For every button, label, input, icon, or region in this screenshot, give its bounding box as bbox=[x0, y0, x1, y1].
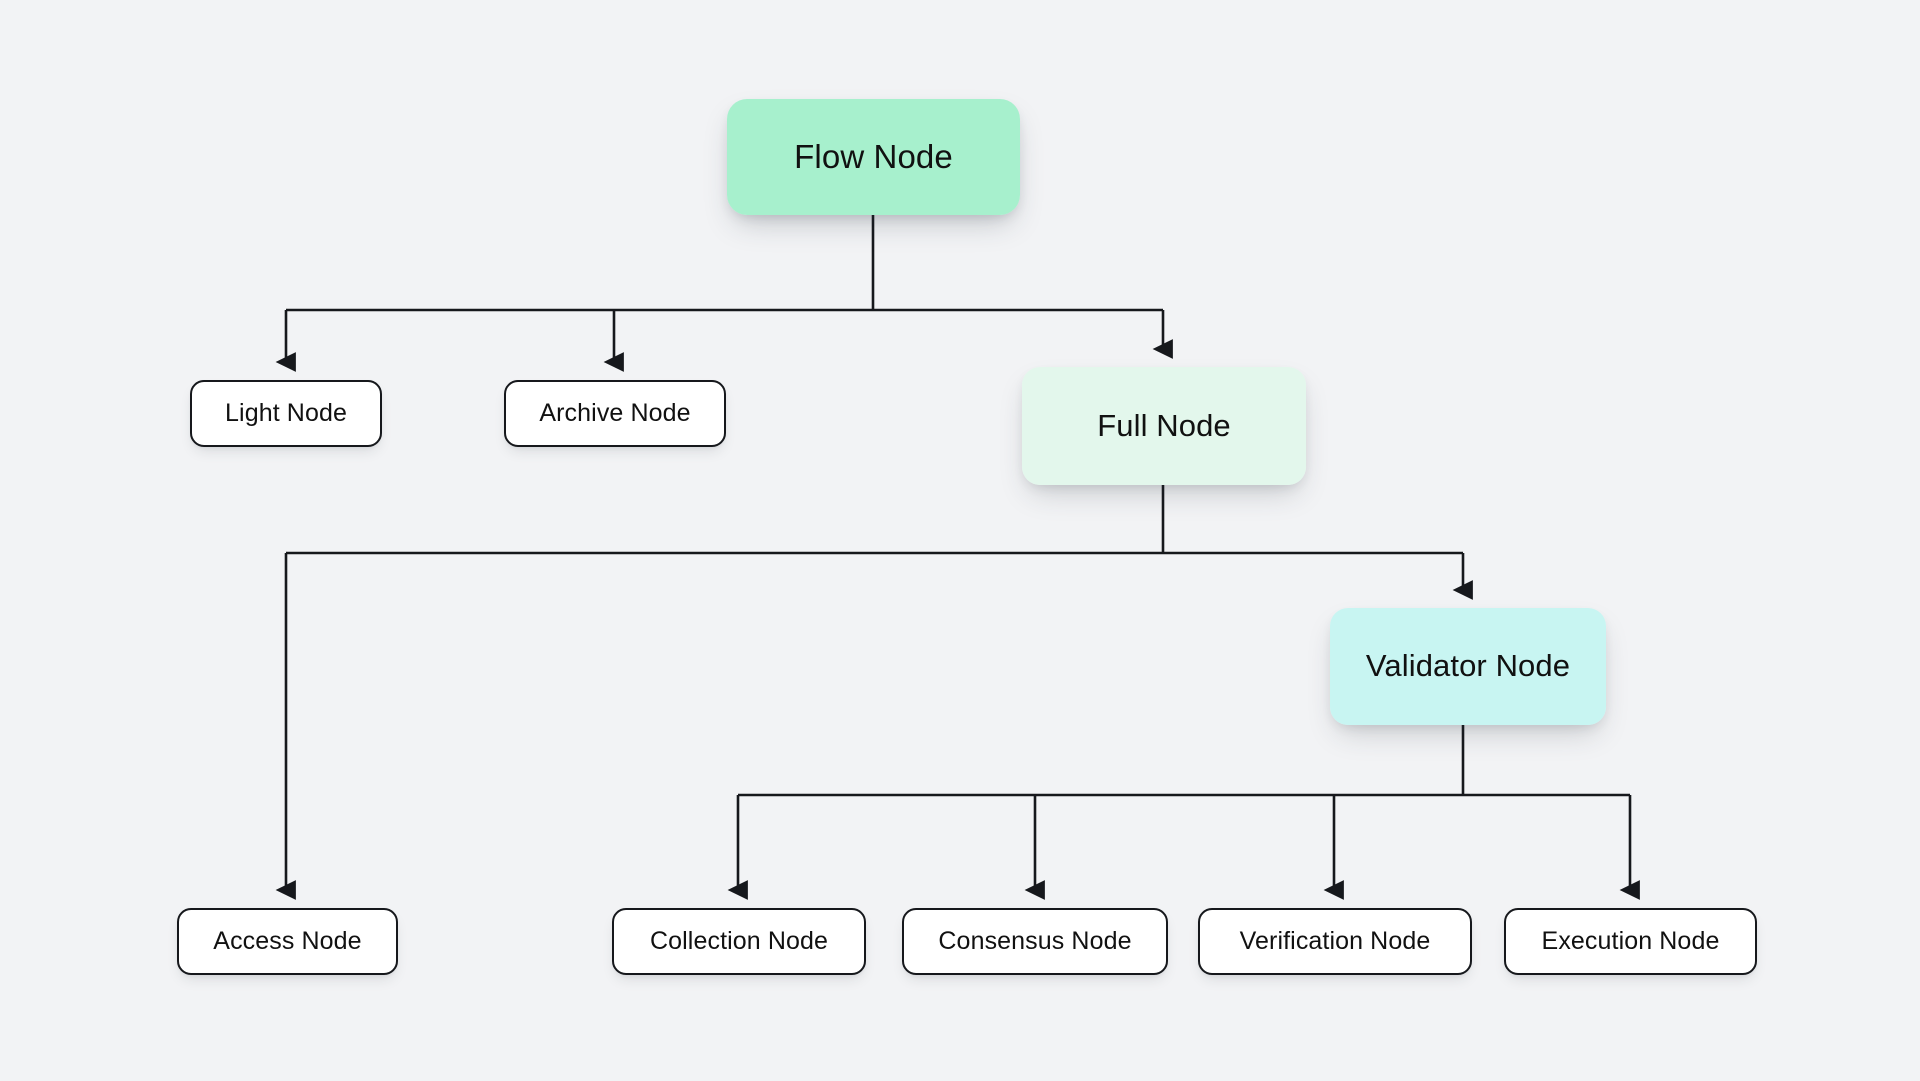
node-validator-node[interactable]: Validator Node bbox=[1330, 608, 1606, 725]
node-label: Light Node bbox=[225, 398, 347, 427]
node-label: Verification Node bbox=[1239, 926, 1431, 955]
node-label: Access Node bbox=[213, 926, 362, 955]
node-access-node[interactable]: Access Node bbox=[177, 908, 398, 975]
node-full-node[interactable]: Full Node bbox=[1022, 367, 1306, 485]
node-label: Execution Node bbox=[1541, 926, 1720, 955]
node-label: Validator Node bbox=[1365, 648, 1571, 684]
node-label: Archive Node bbox=[539, 398, 691, 427]
node-flow-node[interactable]: Flow Node bbox=[727, 99, 1020, 215]
node-collection-node[interactable]: Collection Node bbox=[612, 908, 866, 975]
node-label: Collection Node bbox=[650, 926, 828, 955]
node-verification-node[interactable]: Verification Node bbox=[1198, 908, 1472, 975]
node-consensus-node[interactable]: Consensus Node bbox=[902, 908, 1168, 975]
node-archive-node[interactable]: Archive Node bbox=[504, 380, 726, 447]
node-label: Full Node bbox=[1097, 407, 1231, 443]
node-label: Flow Node bbox=[794, 137, 953, 175]
node-light-node[interactable]: Light Node bbox=[190, 380, 382, 447]
node-execution-node[interactable]: Execution Node bbox=[1504, 908, 1757, 975]
node-label: Consensus Node bbox=[938, 926, 1132, 955]
